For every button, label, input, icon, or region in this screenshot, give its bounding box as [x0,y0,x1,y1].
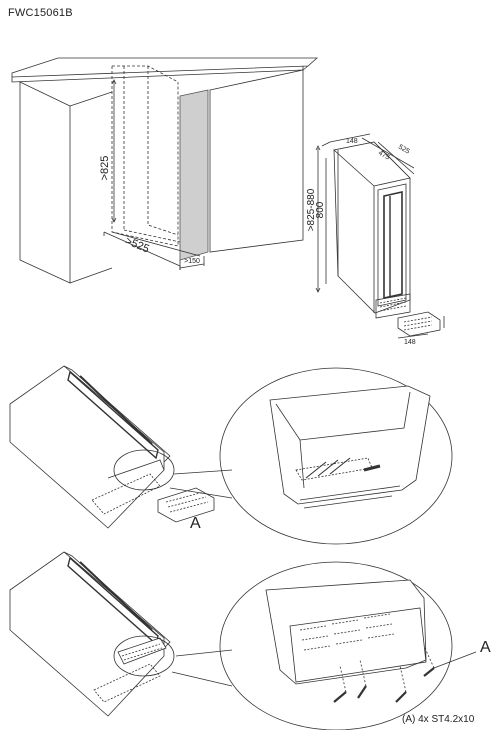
niche-width-label: >150 [184,258,200,265]
kick-width-label: 148 [404,339,416,346]
vent-install-figure [9,551,477,730]
niche-height-label: >825 [99,156,111,181]
appliance-height-range-label: >825-880 [306,188,317,231]
vent-removal-figure [9,365,453,545]
appliance-height-label: 800 [315,201,326,218]
appliance-depth-top-label: 475 [377,150,391,162]
screw-spec-note: (A) 4x ST4.2x10 [402,714,475,725]
model-number: FWC15061B [8,7,73,19]
appliance-dimensions-figure [315,133,445,339]
niche-depth-label: >525 [123,235,150,255]
part-a-label-upper: A [190,515,201,532]
cabinet-niche-figure [11,57,319,284]
appliance-depth-total-label: 525 [397,144,411,156]
part-a-label-lower: A [480,639,491,656]
appliance-width-label: 148 [346,138,358,145]
